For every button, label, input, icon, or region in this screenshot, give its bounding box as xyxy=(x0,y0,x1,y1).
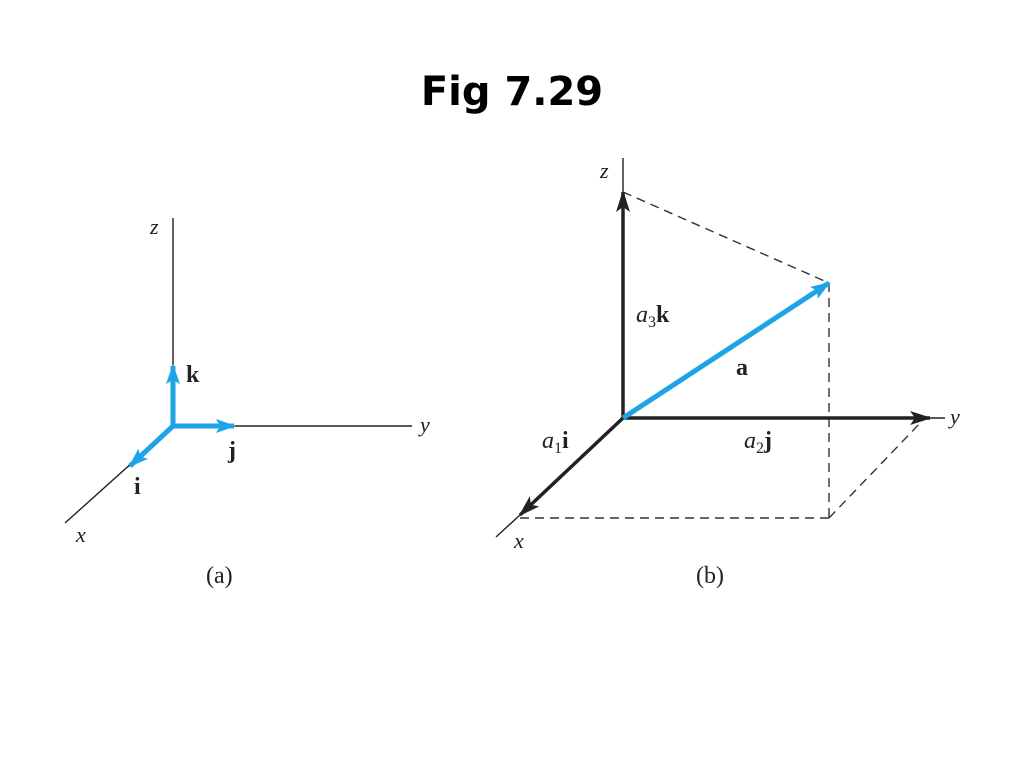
component-a1i xyxy=(518,416,625,517)
panel-b-y-label: y xyxy=(948,404,960,429)
panel-b: z y x a a3k a1i a2j (b) xyxy=(495,158,960,589)
panel-a-y-label: y xyxy=(418,412,430,437)
panel-a-caption: (a) xyxy=(206,563,233,589)
unit-i-label: i xyxy=(134,474,141,500)
slide-title: Fig 7.29 xyxy=(420,69,604,115)
unit-k-label: k xyxy=(186,362,200,388)
panel-a: z y x k j i (a) xyxy=(64,214,430,589)
unit-j-label: j xyxy=(227,438,236,464)
label-a2j: a2j xyxy=(744,428,772,457)
label-a1i: a1i xyxy=(542,428,569,457)
vector-a xyxy=(621,280,831,421)
dashed-base-right xyxy=(828,417,926,519)
panel-b-caption: (b) xyxy=(696,563,724,589)
label-a3k: a3k xyxy=(636,302,670,331)
vector-a-label: a xyxy=(736,355,748,381)
panel-b-z-label: z xyxy=(599,158,609,183)
panel-b-x-axis-ext xyxy=(495,514,521,538)
panel-a-z-label: z xyxy=(149,214,159,239)
panel-b-x-label: x xyxy=(513,528,524,553)
dashed-top-edge xyxy=(622,191,830,284)
panel-a-x-label: x xyxy=(75,522,86,547)
unit-vector-i xyxy=(128,424,175,468)
